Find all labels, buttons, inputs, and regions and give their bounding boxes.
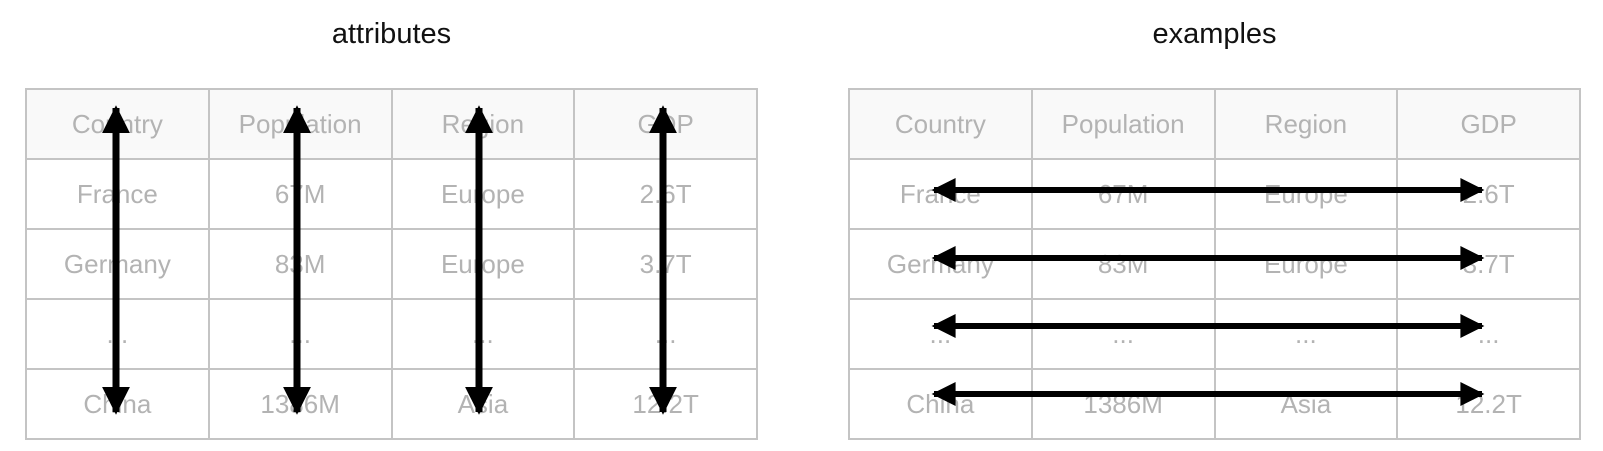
examples-title: examples xyxy=(1152,18,1277,50)
column-arrows xyxy=(102,105,677,415)
attributes-title: attributes xyxy=(331,18,452,50)
table-cell: 12.2T xyxy=(573,368,758,440)
header-country: Country xyxy=(848,88,1033,160)
header-population: Population xyxy=(1030,88,1216,160)
row-arrows xyxy=(931,178,1485,406)
examples-panel: Country Population Region GDP France 67M… xyxy=(848,88,1581,440)
header-gdp: GDP xyxy=(1396,88,1581,160)
attributes-panel: Country Population Region GDP France 67M… xyxy=(25,88,758,440)
header-region: Region xyxy=(1213,88,1399,160)
header-row: Country Population Region GDP xyxy=(848,88,1581,160)
